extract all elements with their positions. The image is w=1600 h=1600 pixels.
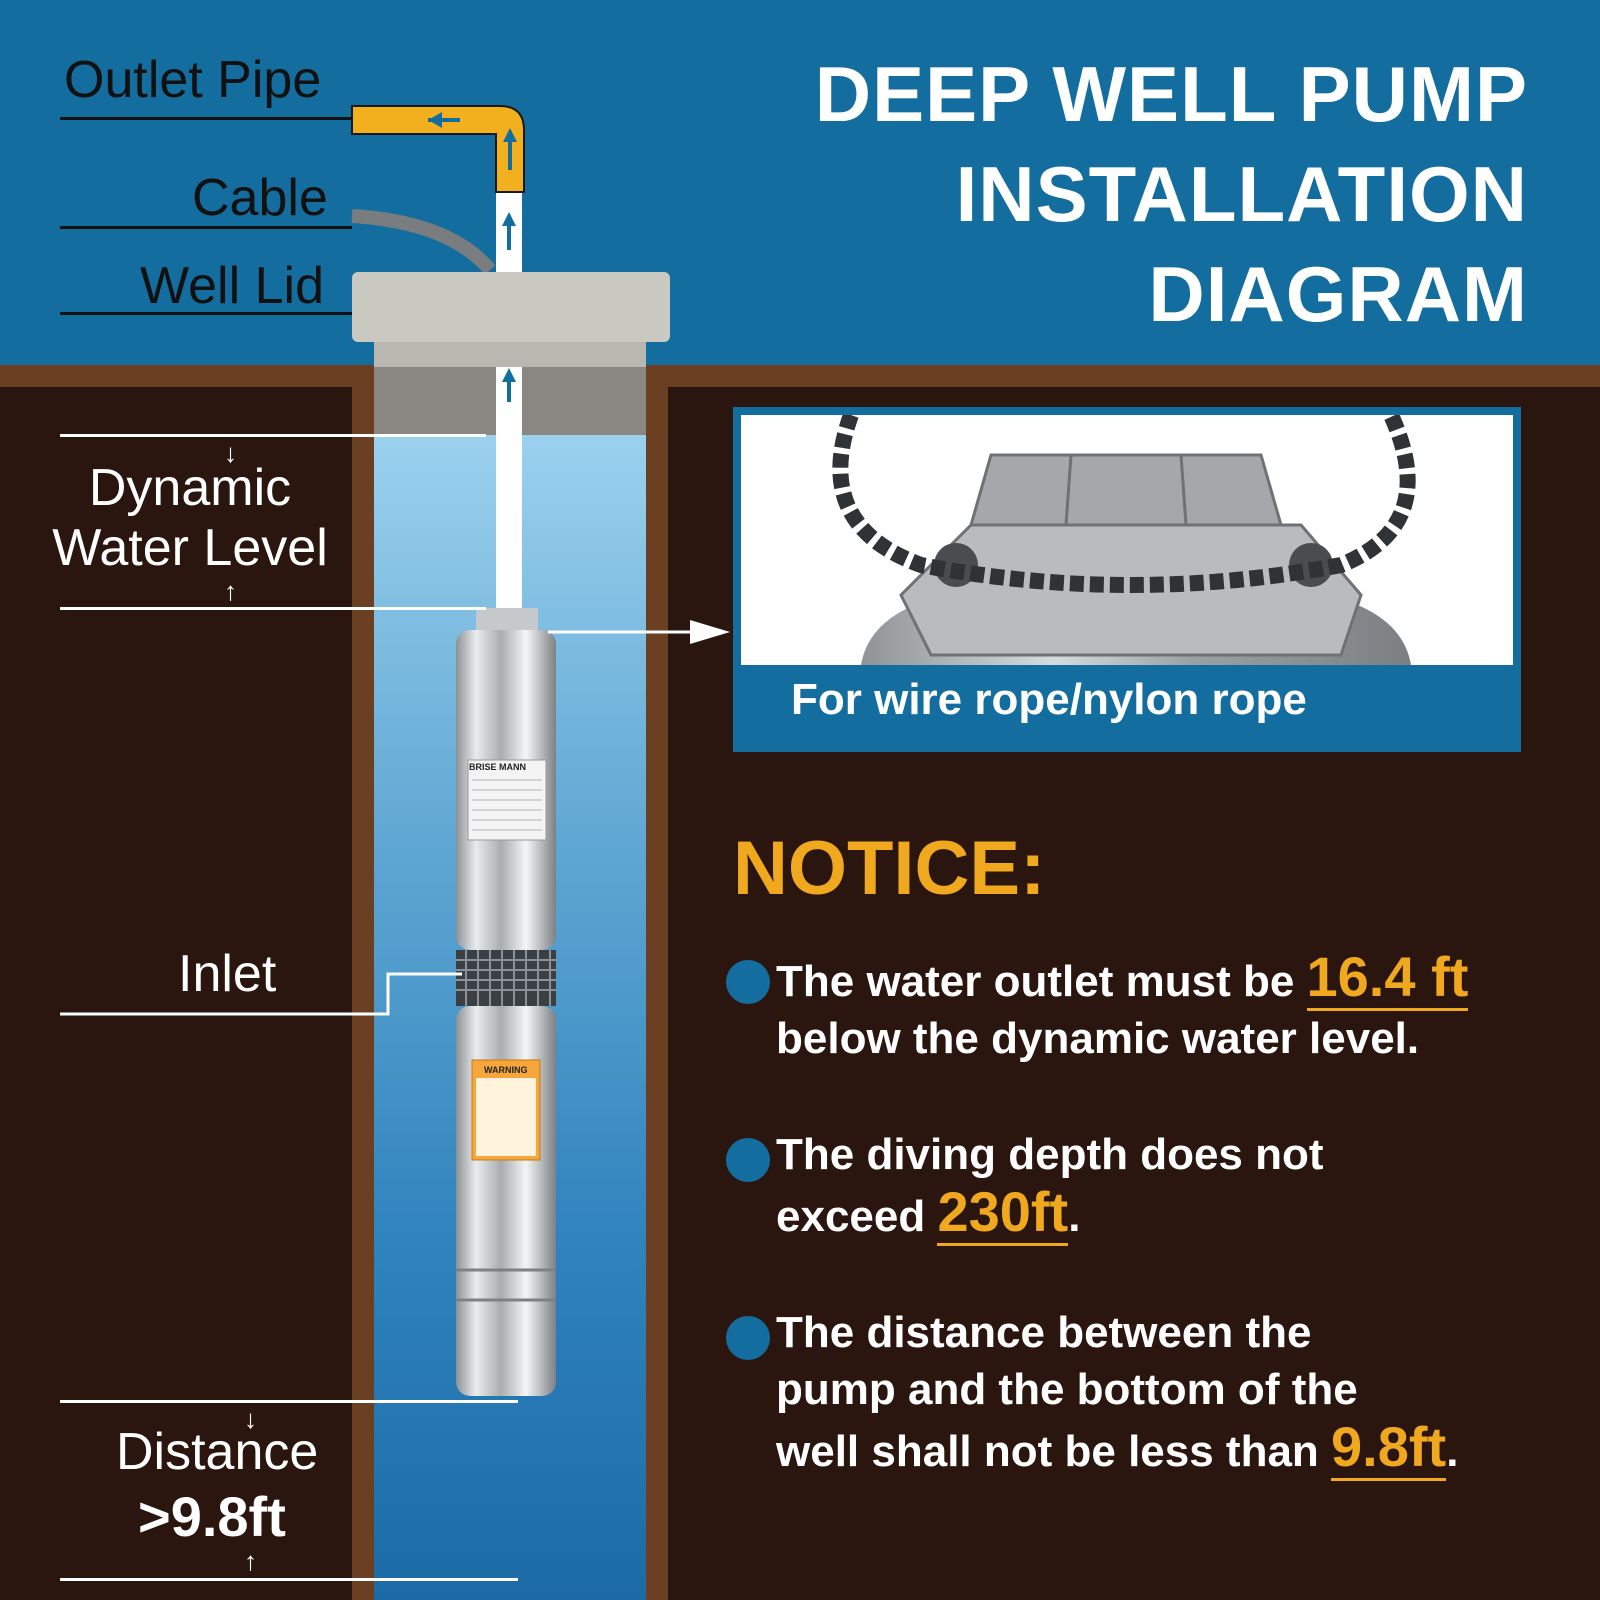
well-lid xyxy=(352,272,670,342)
label-inlet: Inlet xyxy=(178,945,277,1003)
label-outlet-pipe: Outlet Pipe xyxy=(64,51,322,109)
label-cable: Cable xyxy=(192,169,328,227)
notice-item-1-line-2: below the dynamic water level. xyxy=(776,1014,1420,1063)
well-wall-left xyxy=(352,365,374,1600)
arrow-down-icon-2: ↓ xyxy=(244,1404,257,1434)
well-wall-right xyxy=(646,365,668,1600)
title-line-1: DEEP WELL PUMP xyxy=(814,50,1528,138)
bullet-icon-1 xyxy=(726,960,770,1004)
notice-item-3-value: 9.8ft xyxy=(1331,1415,1447,1481)
notice-item-3: The distance between the pump and the bo… xyxy=(776,1304,1459,1481)
page-title: DEEP WELL PUMP INSTALLATION DIAGRAM xyxy=(815,44,1528,344)
notice-heading: NOTICE: xyxy=(733,826,1046,911)
rule-outlet-pipe xyxy=(60,117,352,120)
rule-dynamic-bottom xyxy=(60,607,486,610)
notice-item-3-post: . xyxy=(1446,1427,1459,1476)
notice-item-2: The diving depth does not exceed 230ft. xyxy=(776,1126,1324,1246)
rule-distance-bottom xyxy=(60,1578,518,1581)
inlet-leader-line xyxy=(60,972,462,1016)
pump-head xyxy=(476,608,538,630)
flow-arrow-up-1 xyxy=(503,128,517,142)
pointer-arrow xyxy=(690,620,730,644)
label-well-lid: Well Lid xyxy=(140,257,325,315)
pump-inlet-screen xyxy=(456,950,556,1006)
notice-item-2-line-1: The diving depth does not xyxy=(776,1130,1324,1179)
notice-item-1: The water outlet must be 16.4 ft below t… xyxy=(776,945,1469,1067)
rule-well-lid xyxy=(60,312,352,315)
rule-dynamic-top xyxy=(60,434,486,437)
inset-caption: For wire rope/nylon rope xyxy=(791,675,1307,724)
bullet-icon-3 xyxy=(726,1316,770,1360)
pump-warning-text: WARNING xyxy=(484,1065,528,1075)
notice-item-3-line-1: The distance between the xyxy=(776,1308,1312,1357)
notice-item-2-line-2: exceed 230ft. xyxy=(776,1180,1324,1246)
flow-arrow-up-2 xyxy=(502,212,516,226)
rope-eyelet-illustration xyxy=(832,415,1416,665)
outlet-pipe xyxy=(351,105,525,193)
inset-panel: For wire rope/nylon rope xyxy=(733,407,1521,752)
bullet-icon-2 xyxy=(726,1138,770,1182)
notice-item-2-text: exceed xyxy=(776,1192,938,1241)
sky-background xyxy=(0,0,1600,365)
notice-item-3-line-2: pump and the bottom of the xyxy=(776,1365,1358,1414)
notice-item-1-line-1: The water outlet must be 16.4 ft xyxy=(776,945,1469,1011)
title-line-3: DIAGRAM xyxy=(1148,250,1528,338)
well-lid-neck xyxy=(374,342,646,367)
notice-item-1-value: 16.4 ft xyxy=(1306,945,1469,1011)
notice-item-2-post: . xyxy=(1068,1192,1081,1241)
label-dynamic-line-2: Water Level xyxy=(52,519,328,577)
rule-distance-top xyxy=(60,1400,518,1403)
label-distance: Distance xyxy=(116,1423,319,1481)
pump-brand: BRISE MANN xyxy=(469,762,527,772)
arrow-up-icon-2: ↑ xyxy=(244,1546,257,1576)
notice-item-3-text: well shall not be less than xyxy=(776,1427,1332,1476)
label-distance-value: >9.8ft xyxy=(138,1485,286,1548)
rule-cable xyxy=(60,226,352,229)
notice-item-3-line-3: well shall not be less than 9.8ft. xyxy=(776,1415,1459,1481)
inset-photo xyxy=(741,415,1513,665)
label-dynamic-water-level: Dynamic Water Level xyxy=(40,458,340,578)
flow-arrow-up-3 xyxy=(502,368,516,382)
arrow-down-icon: ↓ xyxy=(224,438,237,468)
label-dynamic-line-1: Dynamic xyxy=(88,459,292,517)
notice-item-2-value: 230ft xyxy=(937,1180,1069,1246)
notice-item-1-text: The water outlet must be xyxy=(776,957,1307,1006)
arrow-up-icon: ↑ xyxy=(224,576,237,606)
cable-line xyxy=(351,209,496,275)
title-line-2: INSTALLATION xyxy=(955,150,1528,238)
